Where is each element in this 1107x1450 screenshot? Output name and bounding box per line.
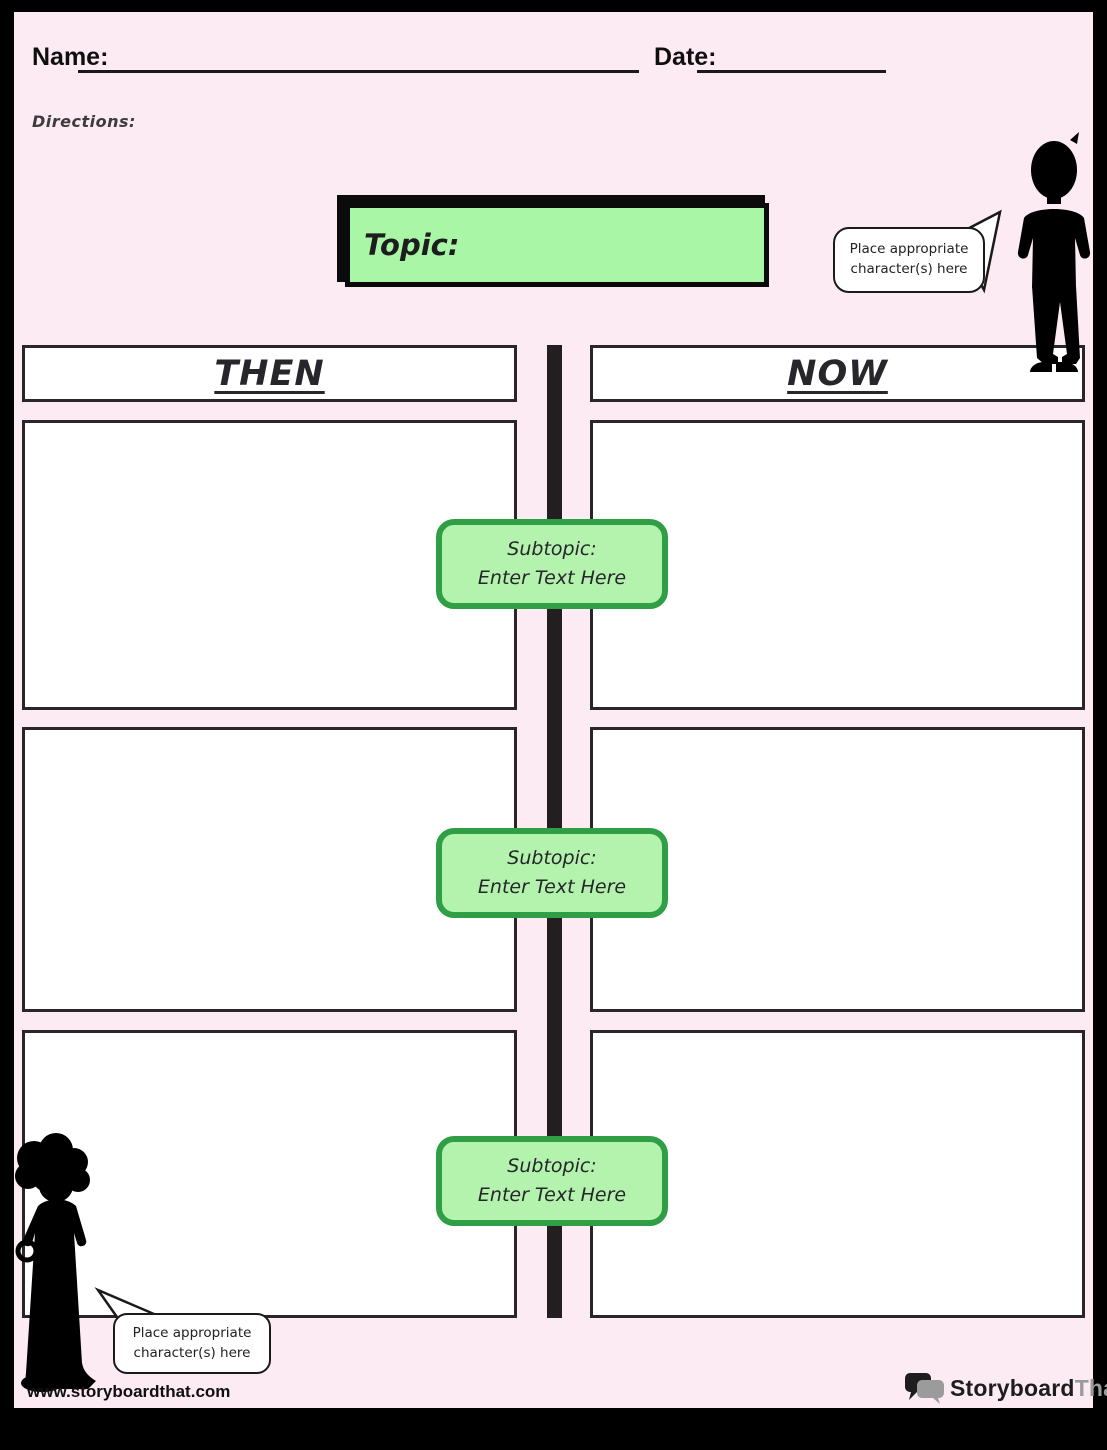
website-url: www.storyboardthat.com	[27, 1382, 231, 1401]
now-cell-1[interactable]	[590, 420, 1085, 710]
logo-text-secondary: That	[1074, 1374, 1107, 1401]
directions-label: Directions:	[32, 112, 136, 131]
subtopic-3-title: Subtopic:	[507, 1154, 597, 1177]
date-input-line[interactable]	[697, 70, 886, 73]
subtopic-1-placeholder: Enter Text Here	[477, 567, 627, 589]
magnifier-icon	[15, 1239, 39, 1263]
date-label: Date:	[654, 43, 717, 71]
logo-speech-bubbles-icon	[905, 1373, 944, 1404]
subtopic-2-title: Subtopic:	[507, 846, 597, 869]
subtopic-box-3[interactable]: Subtopic: Enter Text Here	[436, 1136, 668, 1226]
now-cell-2[interactable]	[590, 727, 1085, 1012]
subtopic-box-2[interactable]: Subtopic: Enter Text Here	[436, 828, 668, 918]
then-cell-3[interactable]	[22, 1030, 517, 1318]
woman-character-silhouette[interactable]	[6, 1132, 106, 1395]
subtopic-1-title: Subtopic:	[507, 537, 597, 560]
then-label: THEN	[214, 353, 325, 394]
bottom-left-speech-bubble[interactable]: Place appropriate character(s) here	[113, 1313, 271, 1374]
now-column-header: NOW	[590, 345, 1085, 402]
subtopic-box-1[interactable]: Subtopic: Enter Text Here	[436, 519, 668, 609]
name-input-line[interactable]	[78, 70, 639, 73]
now-label: NOW	[787, 353, 888, 394]
then-cell-1[interactable]	[22, 420, 517, 710]
bottom-left-bubble-text: Place appropriate character(s) here	[132, 1324, 252, 1361]
now-cell-3[interactable]	[590, 1030, 1085, 1318]
top-right-bubble-text: Place appropriate character(s) here	[849, 241, 969, 277]
top-right-speech-bubble[interactable]: Place appropriate character(s) here	[833, 227, 985, 293]
logo-text-primary: Storyboard	[950, 1374, 1075, 1401]
then-cell-2[interactable]	[22, 727, 517, 1012]
storyboardthat-logo: StoryboardThat	[905, 1372, 1107, 1404]
topic-box[interactable]: Topic:	[345, 203, 769, 287]
boy-character-silhouette[interactable]	[1012, 132, 1096, 376]
name-label: Name:	[32, 43, 109, 71]
then-column-header: THEN	[22, 345, 517, 402]
subtopic-3-placeholder: Enter Text Here	[477, 1184, 627, 1206]
subtopic-2-placeholder: Enter Text Here	[477, 876, 627, 898]
topic-label: Topic:	[364, 228, 460, 262]
